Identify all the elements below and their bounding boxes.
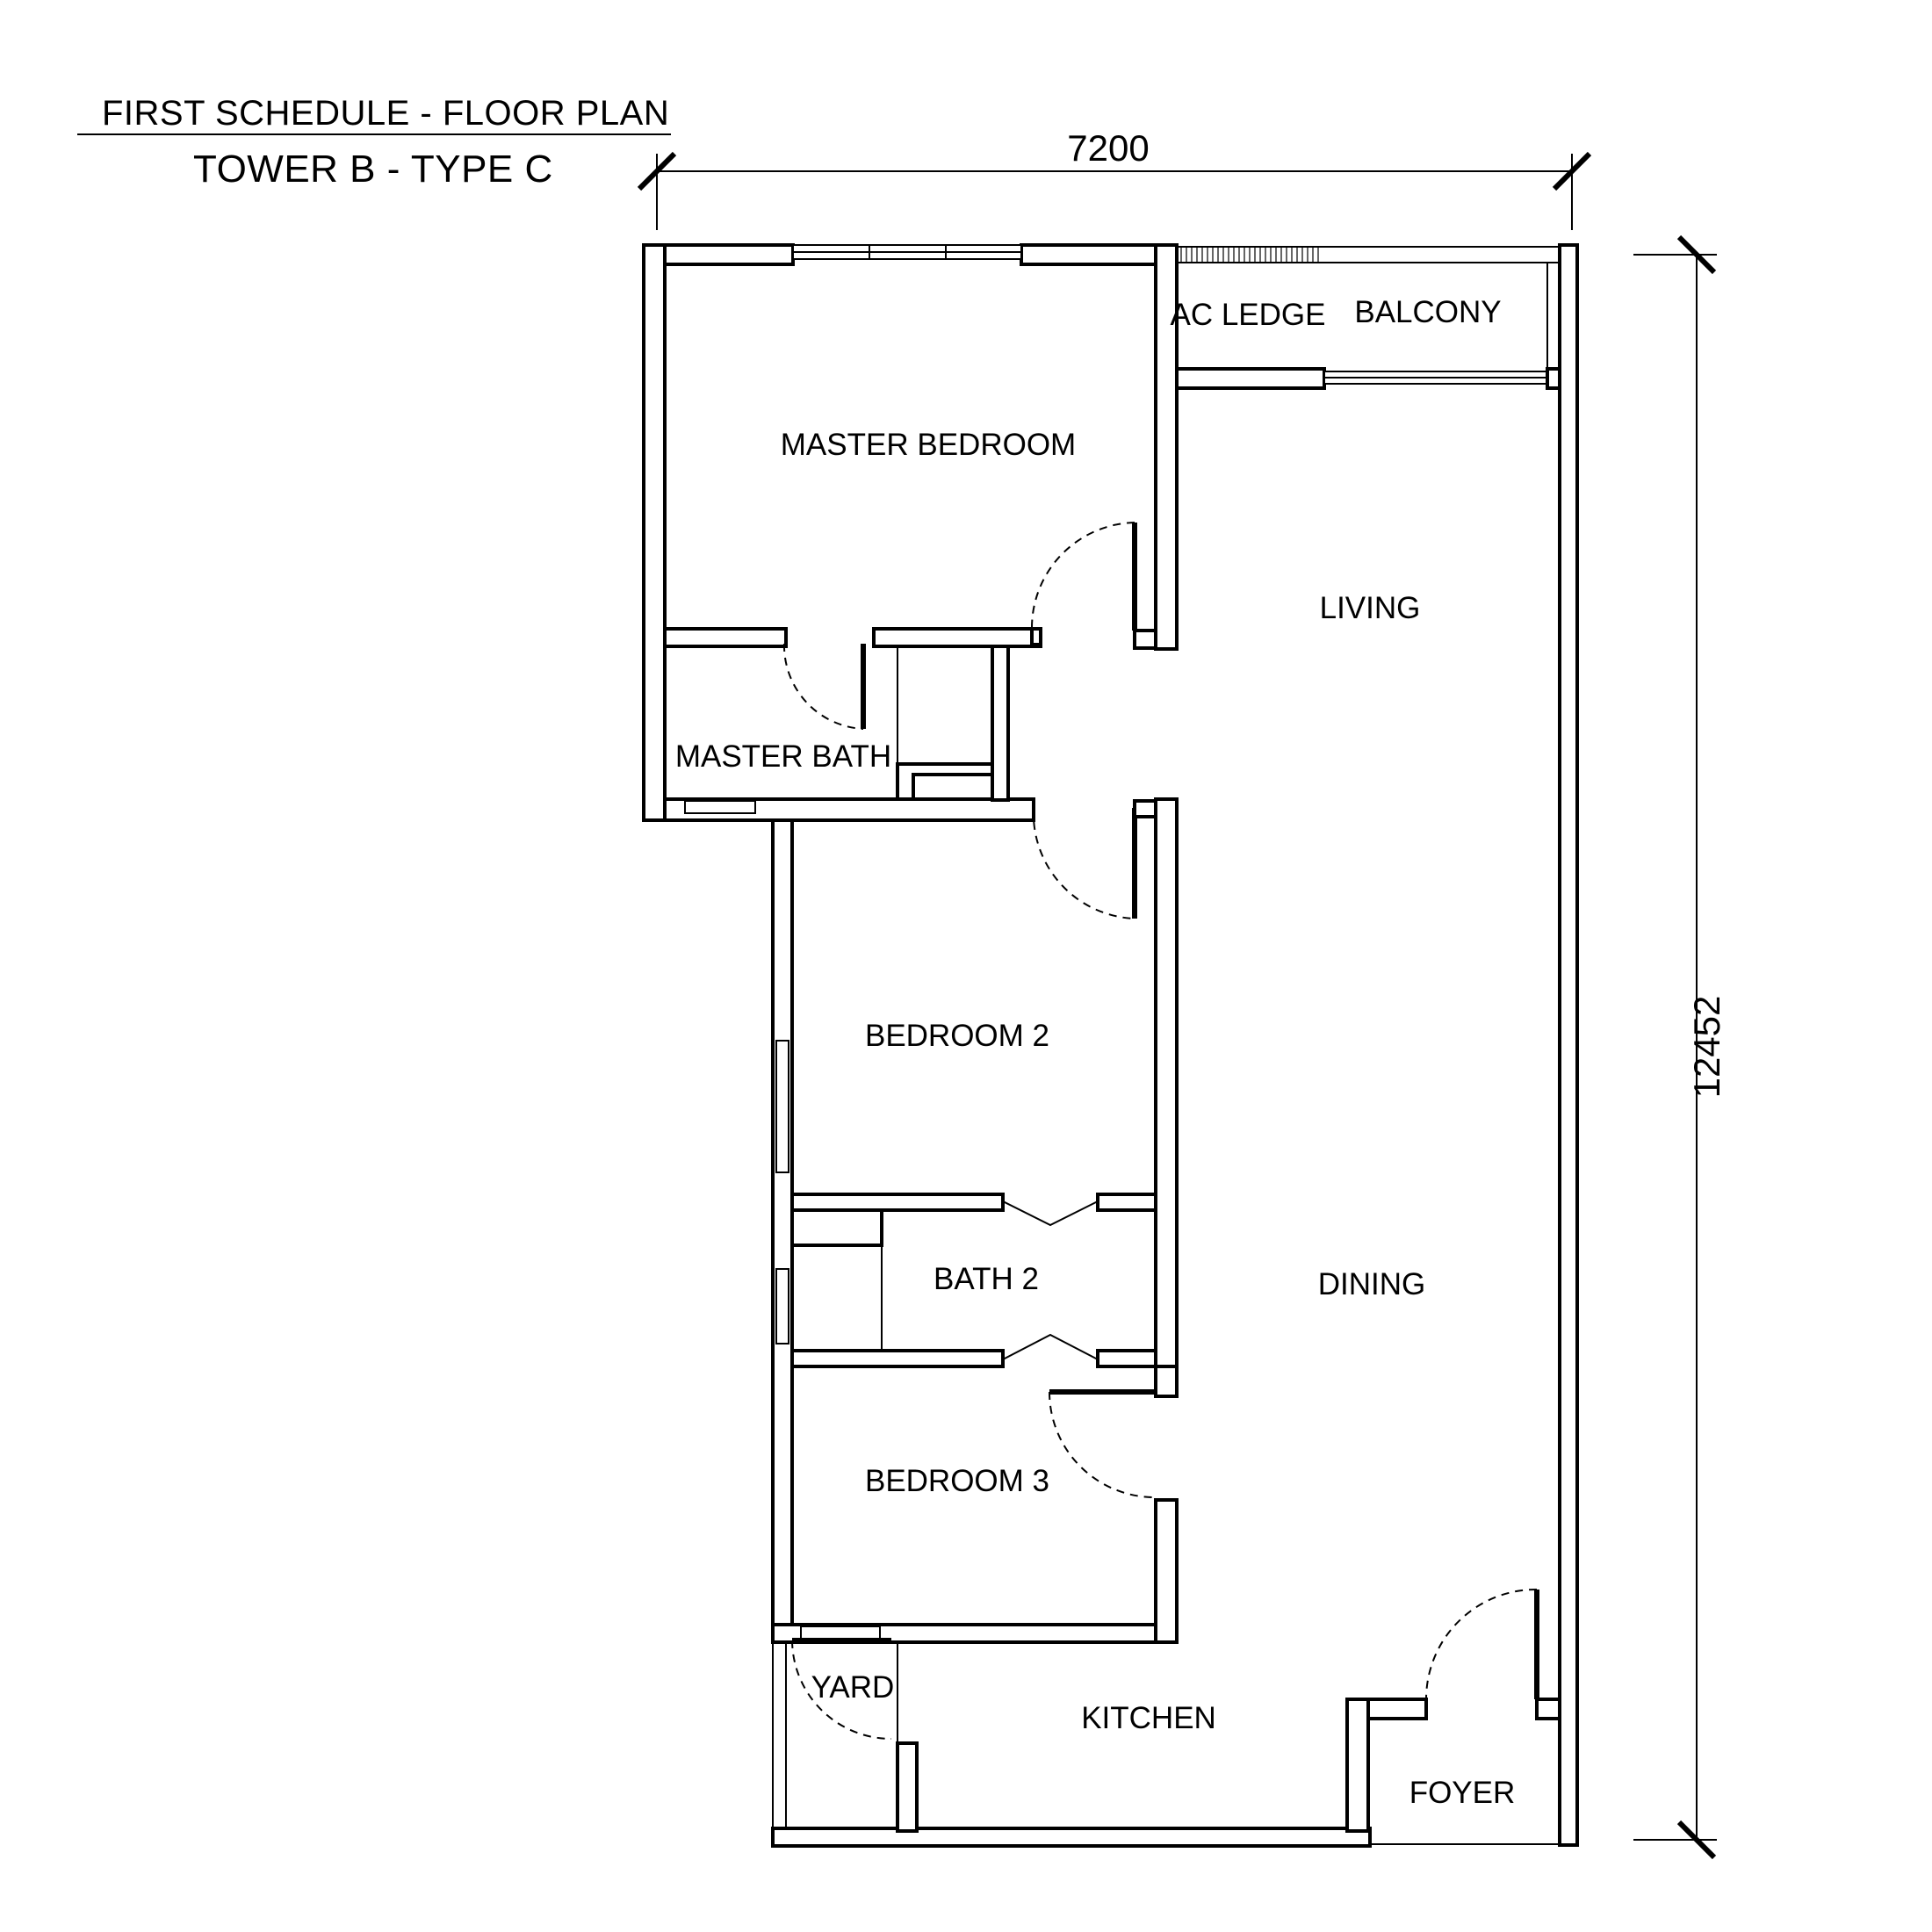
doors — [782, 522, 1539, 1740]
exterior-walls — [642, 243, 1579, 1848]
height-dimension-label: 12452 — [1686, 996, 1727, 1099]
title-underline — [77, 133, 671, 135]
room-label-yard: YARD — [811, 1670, 895, 1705]
width-dimension: 7200 — [637, 127, 1592, 230]
room-label-master-bedroom: MASTER BEDROOM — [781, 428, 1076, 462]
interior-walls — [663, 243, 1561, 1833]
height-dimension: 12452 — [1633, 234, 1727, 1860]
room-label-bath-2: BATH 2 — [934, 1262, 1039, 1296]
room-label-bedroom-2: BEDROOM 2 — [865, 1019, 1049, 1053]
room-label-master-bath: MASTER BATH — [675, 739, 891, 774]
room-label-bedroom-3: BEDROOM 3 — [865, 1464, 1049, 1498]
room-label-ac-ledge: AC LEDGE — [1171, 298, 1326, 332]
room-label-kitchen: KITCHEN — [1081, 1701, 1216, 1735]
room-label-dining: DINING — [1318, 1267, 1426, 1301]
room-label-foyer: FOYER — [1409, 1776, 1516, 1810]
room-label-balcony: BALCONY — [1354, 295, 1501, 329]
schedule-title: FIRST SCHEDULE - FLOOR PLAN — [102, 94, 670, 133]
width-dimension-label: 7200 — [1067, 127, 1149, 169]
room-label-living: LIVING — [1320, 591, 1421, 625]
room-labels: MASTER BEDROOM MASTER BATH AC LEDGE BALC… — [675, 295, 1515, 1810]
unit-type-title: TOWER B - TYPE C — [193, 148, 553, 191]
